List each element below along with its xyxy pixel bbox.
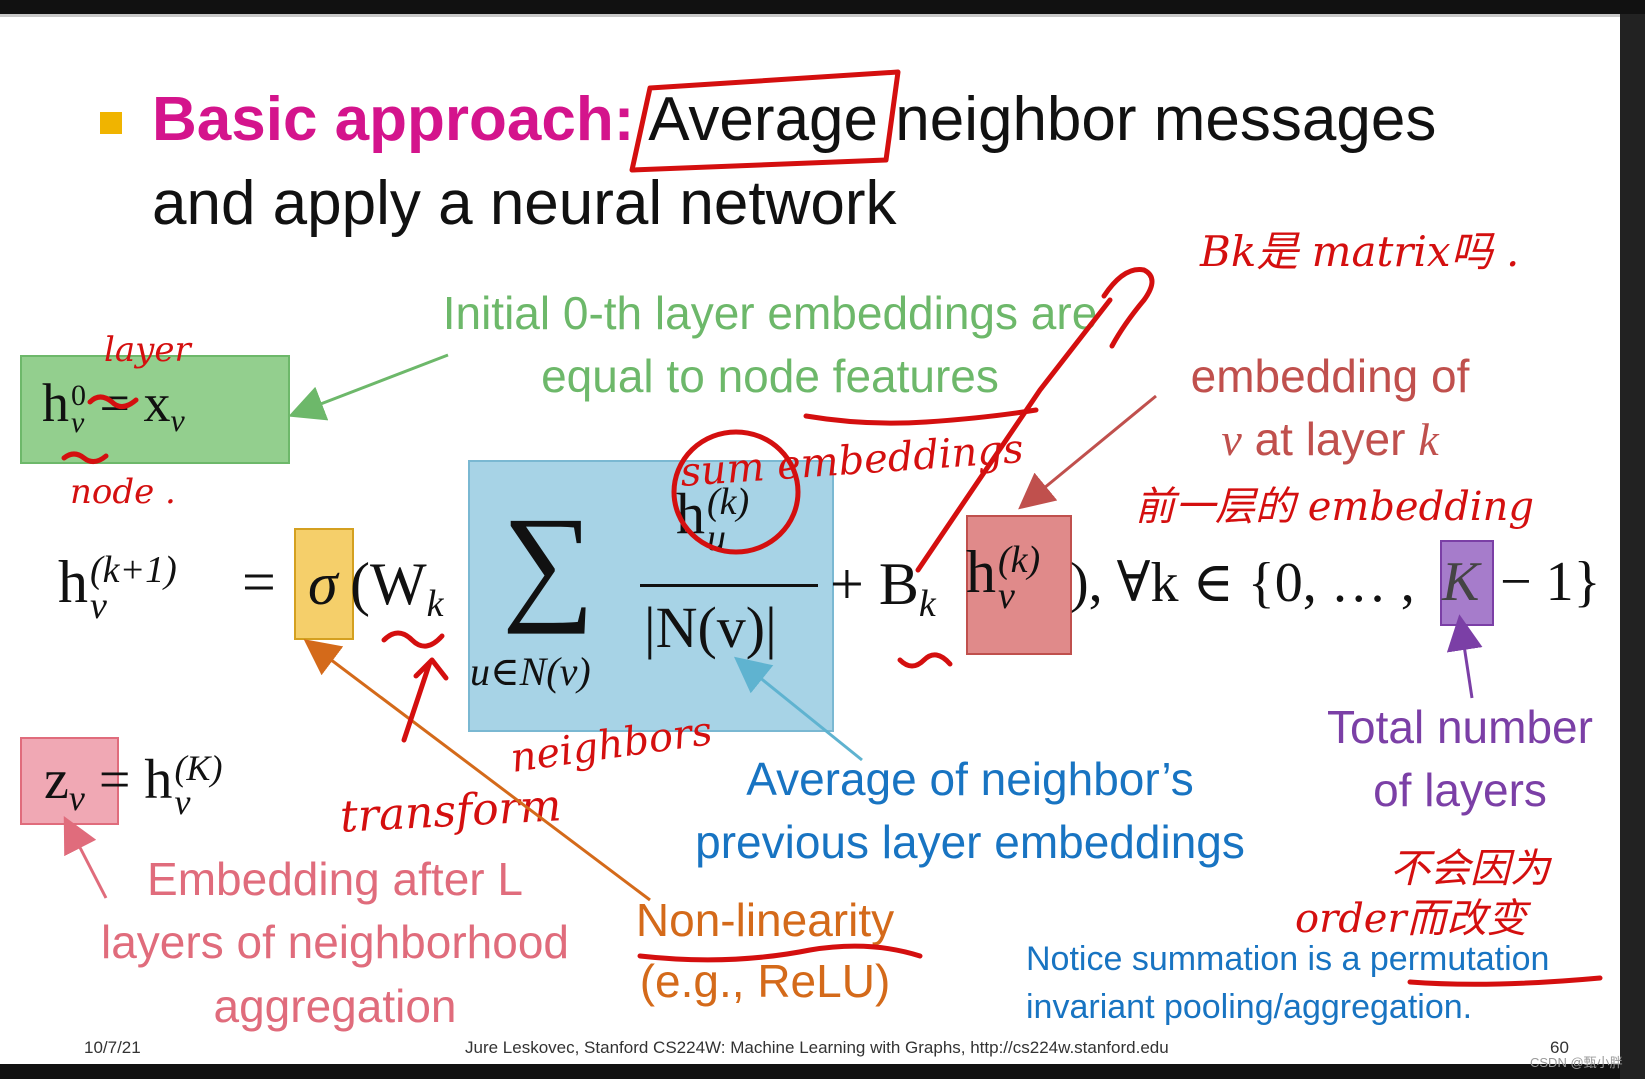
window-bottom-bar xyxy=(0,1064,1620,1079)
sum-symbol: ∑ xyxy=(502,491,595,635)
initial-embedding-box xyxy=(20,355,290,464)
main-eq-sign: = xyxy=(242,549,276,615)
sum-under: u∈N(v) xyxy=(470,649,591,694)
average-note-line1: Average of neighbor’s xyxy=(746,753,1194,805)
total-layers-line1: Total number xyxy=(1327,701,1593,753)
notice-note: Notice summation is a permutation invari… xyxy=(1026,936,1549,1031)
initial-note-line1: Initial 0-th layer embeddings are xyxy=(442,287,1098,339)
scrollbar-track[interactable] xyxy=(1620,14,1645,1079)
initial-note: Initial 0-th layer embeddings are equal … xyxy=(390,282,1150,409)
eq0-sup: 0 xyxy=(71,378,86,412)
embedding-after-note: Embedding after L layers of neighborhood… xyxy=(70,848,600,1038)
window-top-bar xyxy=(0,0,1645,14)
handwriting-layer: layer xyxy=(104,330,191,370)
total-layers-note: Total number of layers xyxy=(1300,696,1620,823)
handwriting-order-note: order而改变 xyxy=(1295,896,1527,942)
title-highlight: Basic approach: xyxy=(152,85,635,154)
eq0-rhs-sub: v xyxy=(170,402,185,438)
embedding-after-line3: aggregation xyxy=(213,979,457,1032)
b-sub: k xyxy=(918,583,936,625)
hv-sup: (k) xyxy=(998,539,1041,582)
main-lhs: h(k+1)v xyxy=(58,548,177,628)
embedding-after-line2: layers of neighborhood xyxy=(101,916,569,969)
hv-h: h xyxy=(966,539,996,605)
open-w: (W xyxy=(350,551,427,617)
sigma-symbol: σ xyxy=(308,551,338,617)
bullet-icon xyxy=(100,112,122,134)
zv-sup: (K) xyxy=(174,747,223,788)
num-sub: u xyxy=(707,516,726,559)
weight-term: (Wk xyxy=(350,550,444,626)
main-lhs-h: h xyxy=(58,549,88,615)
csdn-watermark: CSDN @甄小胖 xyxy=(1530,1055,1623,1070)
total-layers-line2: of layers xyxy=(1373,764,1547,817)
final-embedding-equation: zv = h(K)v xyxy=(44,747,223,823)
nonlinearity-line2: (e.g., ReLU) xyxy=(639,954,891,1007)
plus-b: + B xyxy=(830,551,919,617)
initial-note-line2: equal to node features xyxy=(541,350,999,403)
average-note-line2: previous layer embeddings xyxy=(695,816,1245,869)
hv-sub: v xyxy=(998,575,1015,618)
zv-sub: v xyxy=(68,778,85,818)
embedding-of-line2: v at layer k xyxy=(1140,408,1520,471)
equation-tail: ), ∀k ∈ {0, … , xyxy=(1070,552,1415,614)
fraction-denominator: |N(v)| xyxy=(644,595,777,660)
nonlinearity-line1: Non-linearity xyxy=(635,894,895,946)
main-lhs-sup: (k+1) xyxy=(90,549,177,592)
footer-credit: Jure Leskovec, Stanford CS224W: Machine … xyxy=(465,1038,1169,1057)
handwriting-bk-question: Bk是 matrix吗 . xyxy=(1200,227,1520,276)
embedding-of-v: v xyxy=(1221,414,1242,466)
notice-line1: Notice summation is a permutation xyxy=(1026,940,1550,978)
fraction-bar xyxy=(640,584,818,587)
handwriting-prev-layer: 前一层的 embedding xyxy=(1135,484,1534,530)
prev-embedding-term: h(k)v xyxy=(966,538,1041,618)
nonlinearity-note: Non-linearity (e.g., ReLU) xyxy=(610,890,920,1011)
bias-term: + Bk xyxy=(830,550,936,626)
embedding-of-at-layer: at layer xyxy=(1254,413,1406,466)
embedding-after-line1: Embedding after L xyxy=(147,853,523,905)
footer-date: 10/7/21 xyxy=(84,1038,141,1057)
eq0-rhs: = x xyxy=(99,373,171,433)
handwriting-not-because: 不会因为 xyxy=(1390,846,1550,892)
footer-page: 60 xyxy=(1550,1038,1569,1057)
title-rest: Average neighbor messages xyxy=(648,85,1437,154)
equation-tail2: − 1} xyxy=(1500,551,1601,613)
w-sub: k xyxy=(426,583,444,625)
eq0-h: h xyxy=(42,373,69,433)
zv-eq: = h xyxy=(98,749,173,811)
notice-line2: invariant pooling/aggregation. xyxy=(1026,987,1473,1026)
embedding-of-line1: embedding of xyxy=(1190,350,1470,402)
main-lhs-sub: v xyxy=(90,585,107,628)
slide-title-line2: and apply a neural network xyxy=(152,169,897,238)
zv-z: z xyxy=(44,749,69,811)
zv-sub2: v xyxy=(174,782,191,823)
eq0-sub: v xyxy=(71,405,85,439)
handwriting-node: node . xyxy=(70,472,176,512)
embedding-of-k: k xyxy=(1418,414,1439,466)
average-note: Average of neighbor’s previous layer emb… xyxy=(660,748,1280,875)
sigma-box xyxy=(294,528,354,640)
total-layers-K: K xyxy=(1442,551,1480,613)
embedding-of-note: embedding of v at layer k xyxy=(1140,345,1520,472)
slide-title-line1: Basic approach: Average neighbor message… xyxy=(152,84,1436,155)
